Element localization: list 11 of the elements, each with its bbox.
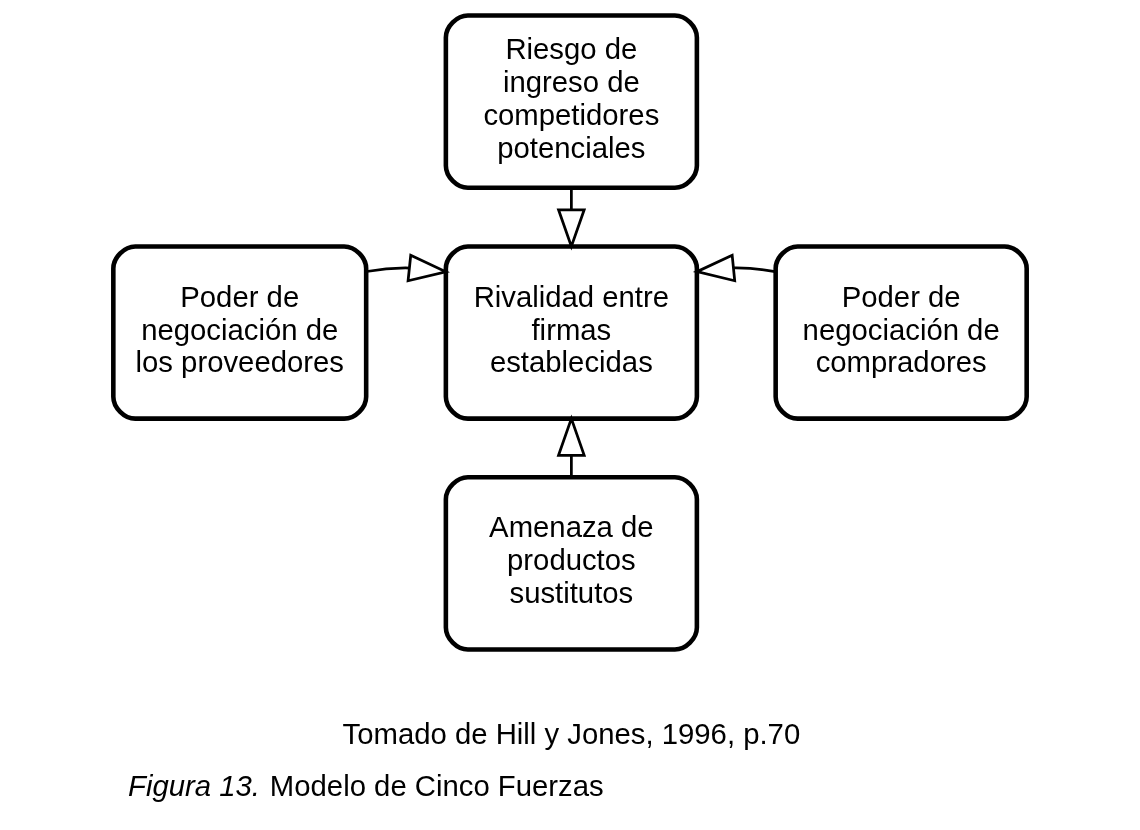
arrow — [556, 414, 587, 478]
arrow — [692, 253, 776, 283]
node-box: Riesgo de ingreso de competidores potenciales — [443, 13, 700, 191]
label: Tomado de Hill y Jones, 1996, p.70 — [342, 717, 801, 751]
arrow — [556, 187, 587, 251]
node-box: Poder de negociación de compradores — [773, 244, 1029, 421]
arrow — [366, 253, 450, 283]
node-box: Rivalidad entre firmas establecidas — [443, 244, 700, 421]
caption: Figura 13. Modelo de Cinco Fuerzas — [127, 768, 604, 802]
node-box: Amenaza de productos sustitutos — [443, 475, 700, 652]
node-box: Poder de negociación de los proveedores — [111, 244, 369, 421]
